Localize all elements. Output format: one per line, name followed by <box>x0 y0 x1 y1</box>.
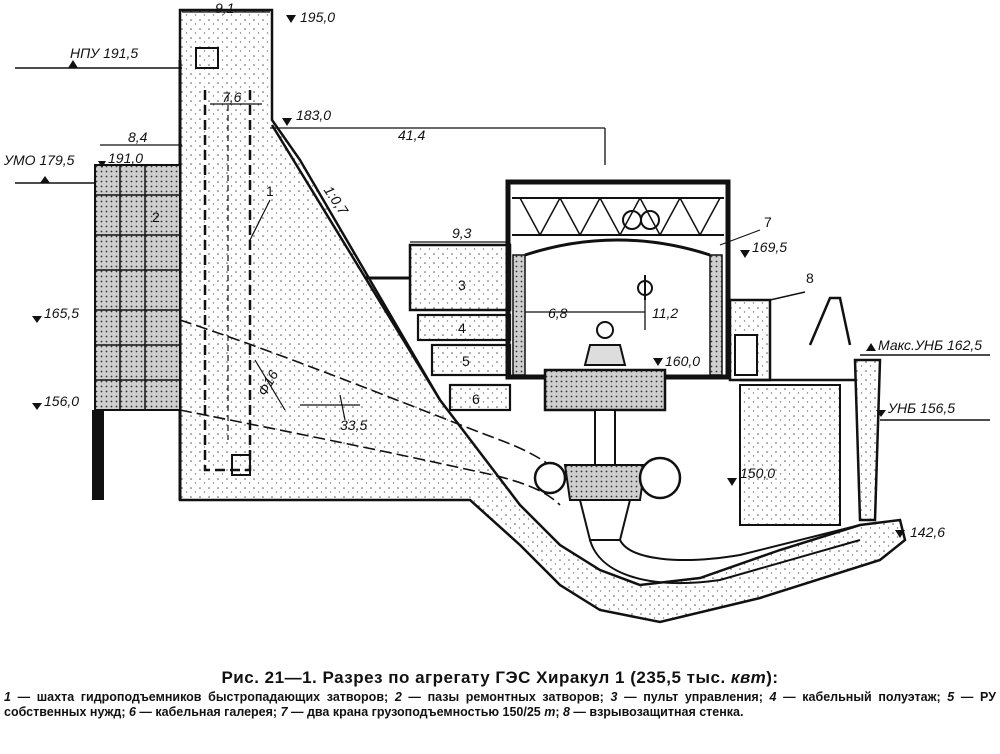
dimension-lines <box>100 11 646 330</box>
marker-3: 3 <box>458 277 466 293</box>
elev-142: 142,6 <box>910 524 945 540</box>
marker-5: 5 <box>462 353 470 369</box>
dim-41-4: 41,4 <box>398 127 425 143</box>
tailwater-wall <box>853 358 882 522</box>
marker-8: 8 <box>806 270 814 286</box>
figure-caption: Рис. 21—1. Разрез по агрегату ГЭС Хираку… <box>0 664 1000 720</box>
elev-intake-top: 191,0 <box>108 150 143 166</box>
marker-1: 1 <box>266 183 274 199</box>
elev-165: 165,5 <box>44 305 79 321</box>
elev-npu: НПУ 191,5 <box>70 45 138 61</box>
gate-hoist-shaft <box>195 47 252 476</box>
marker-6: 6 <box>472 391 480 407</box>
elev-169: 169,5 <box>752 239 787 255</box>
downstream-slope-line <box>270 124 442 401</box>
dim-9-3: 9,3 <box>452 225 472 241</box>
dim-8-4: 8,4 <box>128 129 148 145</box>
dim-7-6: 7,6 <box>222 89 242 105</box>
elev-150: 150,0 <box>740 465 775 481</box>
elev-max-unb: Макс.УНБ 162,5 <box>878 337 982 353</box>
elev-unb: УНБ 156,5 <box>887 400 955 416</box>
elev-160: 160,0 <box>665 353 700 369</box>
marker-4: 4 <box>458 320 466 336</box>
caption-legend: 1 — шахта гидроподъемников быстропадающи… <box>4 690 996 719</box>
elev-183: 183,0 <box>296 107 331 123</box>
elev-156: 156,0 <box>44 393 79 409</box>
marker-2: 2 <box>152 209 160 225</box>
dim-angle: 33,5 <box>340 417 367 433</box>
elevation-markers <box>32 15 905 538</box>
dam-cross-section-drawing: 195,0 НПУ 191,5 УМО 179,5 191,0 183,0 16… <box>3 0 990 624</box>
caption-title: Рис. 21—1. Разрез по агрегату ГЭС Хираку… <box>221 668 779 687</box>
elev-umo: УМО 179,5 <box>3 152 75 168</box>
generator-turbine <box>533 321 861 584</box>
dim-11-2: 11,2 <box>652 305 678 321</box>
dim-6-8: 6,8 <box>548 305 568 321</box>
dam-body <box>92 8 907 624</box>
dim-9-1: 9,1 <box>215 0 234 16</box>
blast-wall <box>728 291 860 526</box>
marker-7: 7 <box>764 214 772 230</box>
elev-crest: 195,0 <box>300 9 335 25</box>
water-levels <box>15 67 990 421</box>
